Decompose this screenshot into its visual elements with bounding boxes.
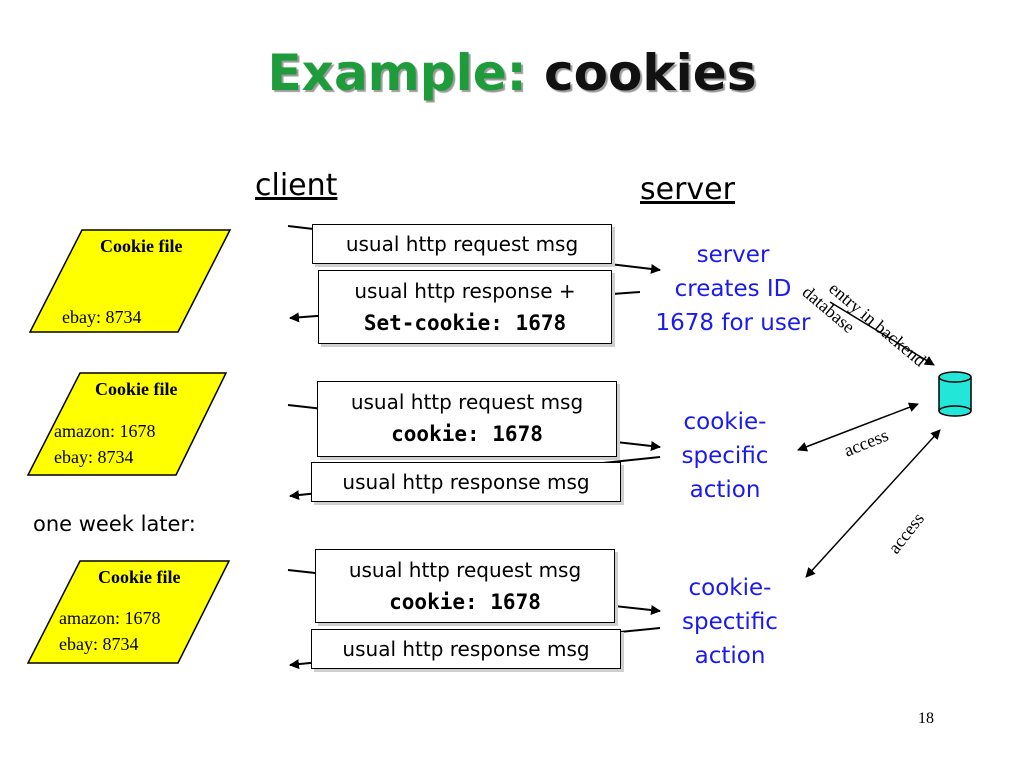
page-number: 18	[918, 710, 934, 727]
cookie-file-entry-1a: ebay: 8734	[62, 307, 142, 327]
server-action-line: creates ID	[674, 276, 792, 302]
server-action-line: 1678 for user	[655, 310, 811, 336]
message-text: usual http response +	[354, 279, 576, 303]
server-action-line: cookie-	[688, 575, 772, 601]
cookie-file-entry-3b: ebay: 8734	[59, 634, 139, 654]
server-action-line: spectific	[682, 609, 778, 635]
server-action-line: server	[696, 242, 770, 268]
database-icon	[938, 371, 972, 417]
message-text: usual http response msg	[342, 470, 590, 494]
message-box-request-2: usual http request msg cookie: 1678	[317, 381, 617, 457]
one-week-later-label: one week later:	[33, 512, 196, 536]
server-action-create-id: server creates ID 1678 for user	[628, 238, 838, 340]
server-header: server	[640, 172, 735, 207]
message-text: usual http response msg	[342, 637, 590, 661]
cookie-file-shape-1	[28, 229, 232, 333]
server-action-cookie-specific-2: cookie- spectific action	[655, 571, 805, 673]
message-box-request-3: usual http request msg cookie: 1678	[315, 549, 615, 623]
server-action-line: specific	[681, 443, 769, 469]
message-box-response-2: usual http response msg	[311, 462, 621, 502]
cookie-file-title-1: Cookie file	[100, 236, 183, 256]
server-action-line: action	[694, 643, 766, 669]
cookie-file-shape-3	[26, 560, 231, 664]
cookie-file-title-2: Cookie file	[95, 379, 178, 399]
title-part-example: Example:	[267, 44, 527, 102]
client-header: client	[255, 168, 338, 203]
set-cookie-header: Set-cookie: 1678	[363, 311, 567, 335]
message-text: usual http request msg	[348, 558, 582, 582]
cookie-file-shape-2	[26, 372, 228, 476]
server-action-line: cookie-	[683, 409, 767, 435]
db-entry-arrow	[829, 301, 935, 366]
message-box-response-3: usual http response msg	[311, 629, 621, 669]
server-action-cookie-specific-1: cookie- specific action	[650, 405, 800, 507]
server-action-line: action	[689, 477, 761, 503]
cookie-file-entry-2b: ebay: 8734	[54, 447, 134, 467]
cookie-file-title-3: Cookie file	[98, 567, 181, 587]
message-box-response-1: usual http response + Set-cookie: 1678	[318, 270, 612, 344]
title-part-cookies: cookies	[544, 44, 757, 102]
message-text: usual http request msg	[350, 390, 584, 414]
cookie-header: cookie: 1678	[389, 590, 541, 614]
cookie-header: cookie: 1678	[391, 422, 543, 446]
db-access-arrow-2	[805, 429, 941, 578]
message-box-request-1: usual http request msg	[312, 224, 612, 264]
message-text: usual http request msg	[345, 232, 579, 256]
cookie-file-entry-2a: amazon: 1678	[54, 421, 156, 441]
cookie-file-entry-3a: amazon: 1678	[59, 608, 161, 628]
slide-title: Example: cookies	[0, 44, 1024, 102]
